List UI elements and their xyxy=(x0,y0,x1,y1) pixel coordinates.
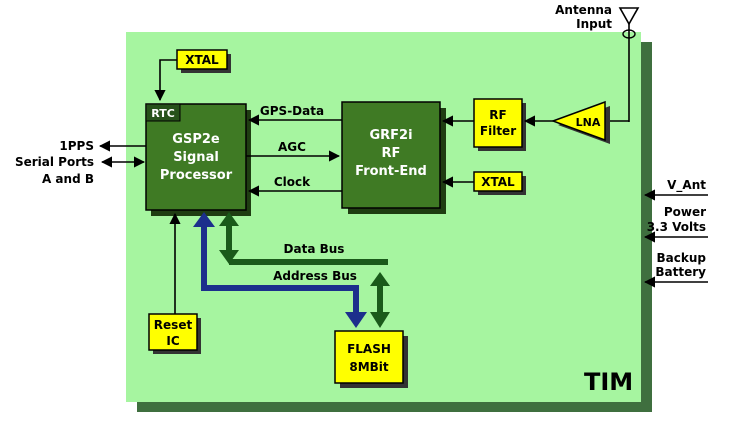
serial-ports-line1: Serial Ports xyxy=(15,155,94,169)
lna-block: LNA xyxy=(550,100,610,144)
data-bus-arrowhead-up xyxy=(219,212,239,226)
flash-line1: FLASH xyxy=(347,342,391,356)
data-bus xyxy=(219,212,390,328)
flash-block: FLASH 8MBit xyxy=(334,330,408,388)
rtc-tag xyxy=(145,103,181,122)
rtc-tag-label: RTC xyxy=(151,107,175,120)
backup-line2: Battery xyxy=(655,265,706,279)
reset-line1: Reset xyxy=(154,318,193,332)
pps-label: 1PPS xyxy=(59,139,94,153)
rf-filter-line2: Filter xyxy=(480,124,516,138)
power-line1: Power xyxy=(664,205,706,219)
reset-ic-block: Reset IC xyxy=(148,313,201,354)
agc-label: AGC xyxy=(278,140,306,154)
antenna-label-line2: Input xyxy=(576,17,612,31)
serial-ports-line2: A and B xyxy=(42,172,94,186)
gsp2e-line3: Processor xyxy=(160,168,233,183)
grf2i-line2: RF xyxy=(382,146,401,161)
address-bus-arrowhead-up xyxy=(193,212,215,227)
address-bus-label: Address Bus xyxy=(273,269,357,283)
antenna-icon xyxy=(618,7,640,122)
grf2i-line3: Front-End xyxy=(355,164,427,179)
address-bus-arrowhead-down xyxy=(345,312,367,328)
xtal-right-label: XTAL xyxy=(481,175,515,189)
data-bus-arrowhead-flash-up xyxy=(370,272,390,286)
rf-filter-block: RF Filter xyxy=(473,98,526,151)
gsp2e-block: RTC GSP2e Signal Processor xyxy=(145,103,251,216)
power-line2: 3.3 Volts xyxy=(647,220,706,234)
xtal-top-label: XTAL xyxy=(185,53,219,67)
module-name: TIM xyxy=(584,368,633,396)
v-ant-label: V_Ant xyxy=(667,178,706,193)
grf2i-line1: GRF2i xyxy=(369,128,412,143)
address-bus xyxy=(193,212,367,328)
gsp2e-line1: GSP2e xyxy=(172,132,220,147)
xtal-top-block: XTAL xyxy=(176,49,231,73)
xtal-top-to-rtc-arrow xyxy=(154,59,177,102)
gsp2e-line2: Signal xyxy=(173,150,219,165)
rf-filter-line1: RF xyxy=(489,108,506,122)
grf2i-block: GRF2i RF Front-End xyxy=(341,101,446,214)
flash-line2: 8MBit xyxy=(349,360,389,374)
reset-line2: IC xyxy=(166,334,179,348)
lna-label: LNA xyxy=(576,116,601,129)
data-bus-arrowhead-flash-down xyxy=(370,312,390,328)
xtal-right-block: XTAL xyxy=(473,171,526,195)
gps-data-label: GPS-Data xyxy=(260,104,324,118)
data-bus-label: Data Bus xyxy=(284,242,345,256)
data-bus-arrowhead-down xyxy=(219,250,239,264)
antenna-label-line1: Antenna xyxy=(555,3,612,17)
clock-label: Clock xyxy=(274,175,311,189)
backup-line1: Backup xyxy=(657,251,707,265)
